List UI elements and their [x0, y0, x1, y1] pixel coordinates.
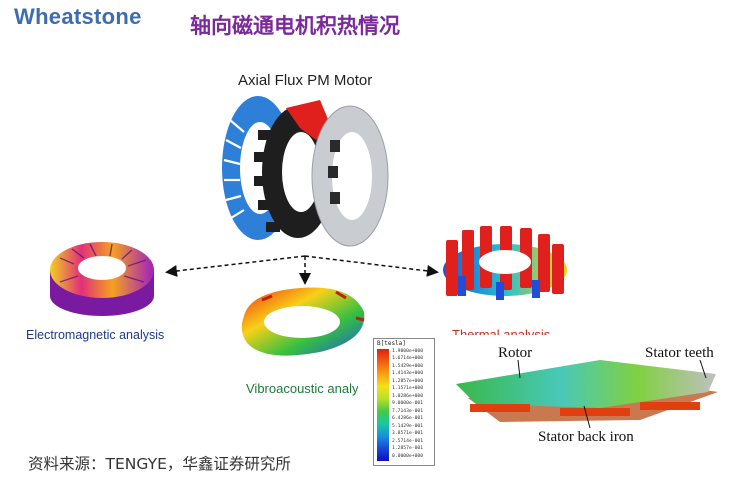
thermal-analysis-label: Thermal analysis: [452, 327, 551, 335]
brand-logo: Wheatstone: [14, 4, 142, 29]
thermal-plate-model: [456, 359, 718, 429]
legend-value: 1.0286e+000: [392, 393, 424, 399]
legend-value: 2.5714e-001: [392, 438, 424, 444]
stator-disc-grey: [311, 105, 389, 247]
vibro-analysis-label: Vibroacoustic analysis: [246, 381, 358, 396]
legend-value: 7.7143e-001: [392, 408, 424, 414]
legend-value: 1.4143e+000: [392, 371, 424, 377]
legend-value: 1.9000e+000: [392, 349, 424, 354]
stator-teeth-label: Stator teeth: [645, 345, 714, 361]
motor-label: Axial Flux PM Motor: [238, 72, 373, 89]
legend-value: 3.8571e-001: [392, 431, 424, 437]
rotor-label: Rotor: [498, 345, 533, 361]
em-analysis-label: Electromagnetic analysis: [26, 328, 165, 342]
vibro-analysis-model: [241, 287, 365, 356]
legend-title: B[tesla]: [377, 340, 406, 347]
legend-value: 1.2857e-001: [392, 446, 424, 452]
legend-color-bar: [377, 349, 389, 461]
legend-value: 6.4286e-001: [392, 416, 424, 422]
page-title: 轴向磁通电机积热情况: [190, 14, 400, 38]
source-note: 资料来源：TENGYE，华鑫证券研究所: [28, 455, 291, 473]
stator-back-iron-label: Stator back iron: [538, 429, 634, 445]
legend-value: 1.6714e+000: [392, 356, 424, 362]
legend-value: 1.1571e+000: [392, 386, 424, 392]
legend-value: 9.0000e-001: [392, 401, 424, 407]
thermal-analysis-model: [443, 226, 567, 300]
em-analysis-model: [50, 242, 154, 316]
legend-value: 0.0000e+000: [392, 453, 424, 459]
legend-value: 5.1429e-001: [392, 423, 424, 429]
analysis-arrows: [165, 255, 439, 285]
legend-value: 1.5429e+000: [392, 363, 424, 369]
legend-value: 1.2857e+000: [392, 378, 424, 384]
